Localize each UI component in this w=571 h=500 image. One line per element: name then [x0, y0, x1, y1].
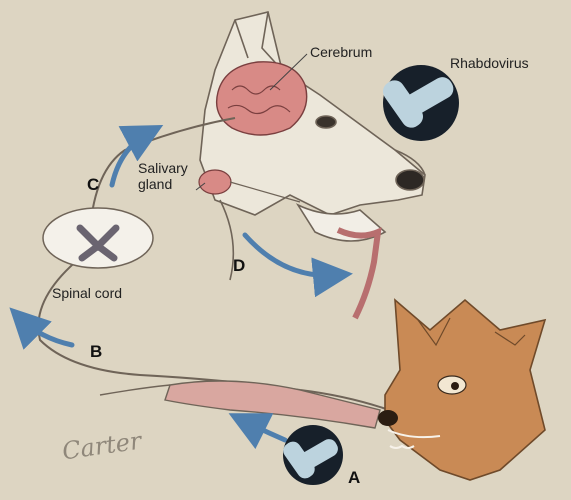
cerebrum-label: Cerebrum: [310, 44, 372, 60]
cerebrum-brain: [217, 62, 307, 135]
arrow-a: [242, 420, 285, 440]
arrow-d: [245, 235, 338, 276]
step-c-label: C: [87, 175, 99, 195]
spinal-cord-section: [43, 208, 153, 268]
arrow-b: [20, 318, 72, 345]
rhabdovirus-bubble-top: [379, 65, 459, 141]
spinal-cord-label: Spinal cord: [52, 285, 122, 301]
salivary-gland-label: Salivary gland: [138, 160, 188, 192]
fox: [378, 300, 545, 480]
rhabdovirus-bubble-bottom: [280, 425, 343, 485]
step-d-label: D: [233, 256, 245, 276]
step-b-label: B: [90, 342, 102, 362]
rhabdovirus-label: Rhabdovirus: [450, 55, 529, 71]
step-a-label: A: [348, 468, 360, 488]
